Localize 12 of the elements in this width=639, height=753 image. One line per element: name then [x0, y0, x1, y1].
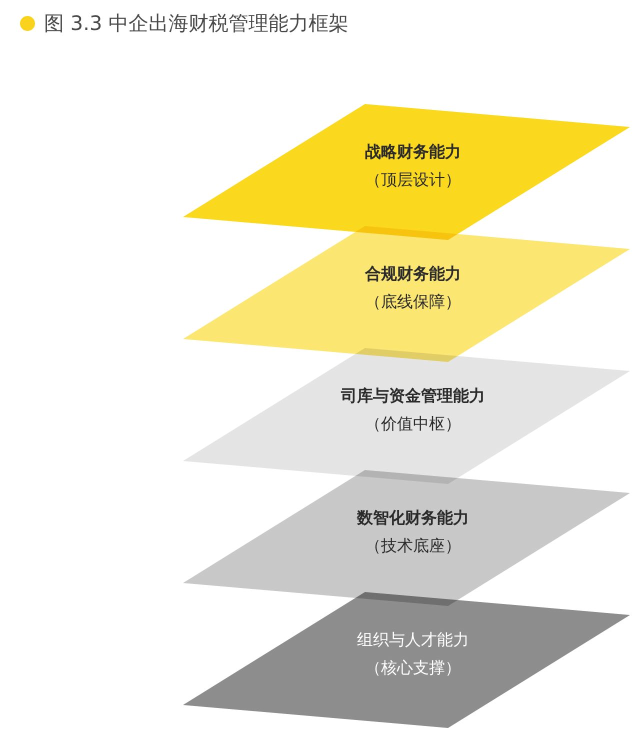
layer-plane	[183, 592, 630, 728]
layer-title: 合规财务能力	[365, 263, 461, 285]
layer-title: 数智化财务能力	[357, 507, 469, 529]
layer-subtitle: （技术底座）	[365, 535, 461, 557]
layer-title: 组织与人才能力	[357, 629, 469, 651]
layer-title: 司库与资金管理能力	[341, 385, 485, 407]
layer-subtitle: （顶层设计）	[365, 169, 461, 191]
layer-subtitle: （底线保障）	[365, 291, 461, 313]
layer-subtitle: （价值中枢）	[365, 413, 461, 435]
figure-title: 图 3.3 中企出海财税管理能力框架	[44, 10, 349, 37]
layer-title: 战略财务能力	[365, 141, 461, 163]
layer-subtitle: （核心支撑）	[365, 657, 461, 679]
